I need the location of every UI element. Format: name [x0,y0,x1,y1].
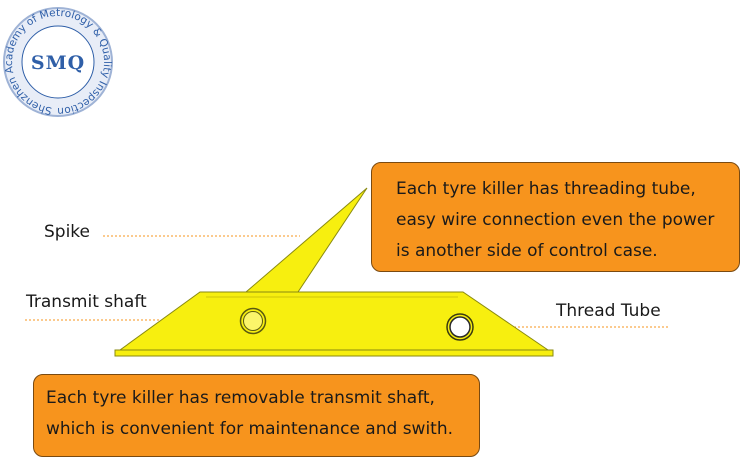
transmit-shaft-label: Transmit shaft [26,292,147,312]
spike-label: Spike [44,222,91,242]
callout-line: Each tyre killer has threading tube, [396,179,696,199]
base-plate [114,349,554,357]
transmit-shaft-callout: Each tyre killer has removable transmit … [33,374,480,457]
callout-line: which is convenient for maintenance and … [46,419,454,439]
threading-tube-callout: Each tyre killer has threading tube, eas… [371,162,740,272]
logo-abbreviation: SMQ [31,52,85,74]
tyre-killer-body [118,291,550,351]
thread-tube-hole [446,313,474,341]
callout-line: is another side of control case. [396,241,658,261]
thread-tube-label: Thread Tube [556,301,661,321]
callout-line: easy wire connection even the power [396,210,715,230]
spike [244,187,368,293]
smq-logo: Shenzhen Academy of Metrology & Quality … [3,7,113,117]
callout-line: Each tyre killer has removable transmit … [46,388,435,408]
transmit-shaft-hole [239,307,267,335]
